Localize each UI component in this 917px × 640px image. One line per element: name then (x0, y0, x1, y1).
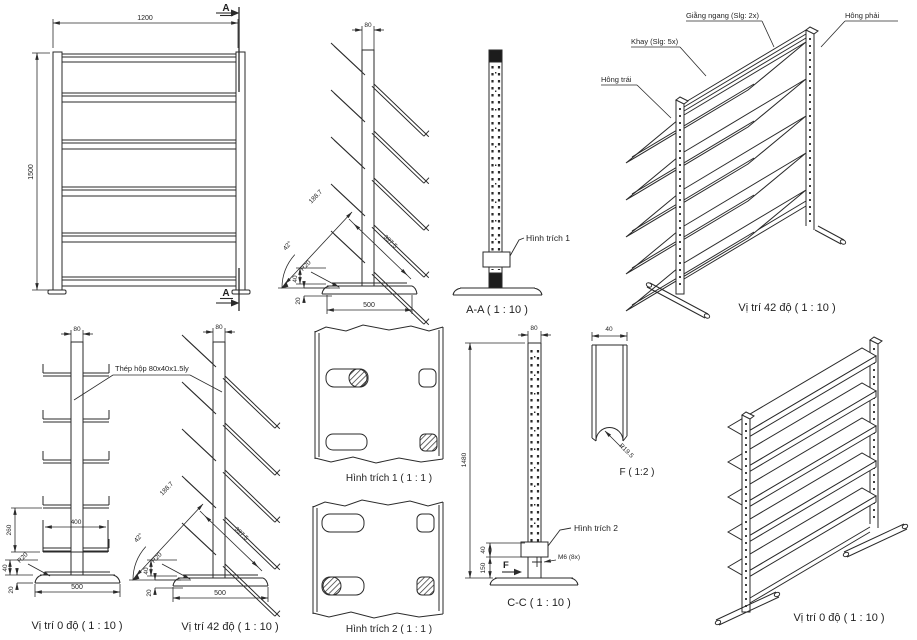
bolt-hatched (348, 368, 368, 388)
bolt-hatched (419, 433, 438, 452)
pos0-dimensions (5, 330, 121, 597)
front-view: 1200 1500 A A (28, 3, 251, 311)
caption-detail-2: Hình trích 2 ( 1 : 1 ) (346, 624, 432, 635)
callout-hinh-trich-1: Hình trích 1 (526, 233, 570, 243)
label-hong-phai: Hông phải (845, 11, 880, 20)
dim-188-7: 188.7 (159, 480, 176, 497)
material-note: Thép hộp 80x40x1.5ly (115, 364, 189, 373)
dim-r20: R20 (16, 551, 30, 565)
iso-view-42: Giằng ngang (Slg: 2x) Khay (Slg: 5x) Hôn… (601, 11, 898, 319)
slot (418, 368, 437, 388)
iso-view-0: Vị trí 0 độ ( 1 : 10 ) (714, 336, 909, 626)
slot (321, 576, 365, 596)
dim-1480: 1480 (461, 452, 468, 467)
dim-1500: 1500 (28, 164, 35, 180)
dim-1200: 1200 (137, 15, 153, 22)
dim-500: 500 (71, 584, 83, 591)
f-dimensions (591, 332, 628, 449)
front-dimensions (32, 19, 239, 291)
dim-40: 40 (605, 326, 613, 333)
section-aa-view: Hình trích 1 A-A ( 1 : 10 ) (452, 49, 570, 316)
dim-80: 80 (530, 325, 538, 332)
detail-f-view: 40 R19.5 F ( 1:2 ) (591, 326, 655, 478)
caption-section-cc: C-C ( 1 : 10 ) (507, 597, 571, 609)
bolt-hatched (416, 576, 435, 596)
view-marker-f: F (503, 560, 509, 571)
caption-iso-42: Vị trí 42 độ ( 1 : 10 ) (738, 302, 835, 314)
dim-150: 150 (480, 562, 487, 573)
side42-dimensions (278, 26, 413, 314)
dim-r20: R20 (150, 551, 164, 565)
section-marker-a-top (216, 7, 240, 92)
iso0-shelves (727, 347, 877, 582)
iso0-feet (714, 523, 909, 626)
tray-profile (42, 520, 109, 553)
label-khay: Khay (Slg: 5x) (631, 37, 679, 46)
pos42-dimensions (129, 328, 269, 602)
iso42-trays (625, 41, 807, 312)
slot (325, 433, 368, 451)
dim-397-5: 397.5 (233, 526, 250, 543)
dim-500: 500 (363, 302, 375, 309)
dim-20: 20 (8, 586, 15, 594)
detail-1-view: Hình trích 1 ( 1 : 1 ) (314, 324, 444, 484)
caption-iso-0: Vị trí 0 độ ( 1 : 10 ) (793, 612, 884, 624)
dim-400: 400 (71, 519, 82, 526)
dim-r19-5: R19.5 (617, 442, 634, 459)
label-giang-ngang: Giằng ngang (Slg: 2x) (686, 11, 759, 20)
dim-42deg: 42° (132, 531, 145, 544)
dim-40: 40 (143, 567, 150, 575)
iso42-feet (645, 225, 847, 319)
slot (325, 368, 369, 388)
dim-397-5: 397.5 (382, 234, 399, 251)
detail-2-view: Hình trích 2 ( 1 : 1 ) (312, 499, 444, 635)
section-marker-a-bottom (216, 268, 240, 311)
caption-detail-f: F ( 1:2 ) (619, 467, 654, 478)
section-label-a-top: A (222, 3, 229, 14)
slot (416, 513, 435, 533)
section-label-a-bottom: A (222, 288, 229, 299)
caption-pos-42: Vị trí 42 độ ( 1 : 10 ) (181, 621, 278, 633)
section-cc-view: 80 1480 40 150 Hình trích 2 M6 (8x) F C-… (461, 325, 618, 609)
iso42-leaders (601, 20, 898, 119)
dim-260: 260 (6, 524, 13, 535)
front-shelves (61, 92, 237, 287)
dim-80: 80 (364, 22, 372, 29)
dim-20: 20 (146, 589, 153, 597)
material-leader (73, 374, 223, 401)
dim-r20: R20 (299, 259, 313, 273)
dim-40: 40 (480, 546, 487, 554)
slot (321, 513, 365, 533)
label-hong-trai: Hông trái (601, 75, 632, 84)
callout-hinh-trich-2: Hình trích 2 (574, 523, 618, 533)
caption-detail-1: Hình trích 1 ( 1 : 1 ) (346, 473, 432, 484)
detail-callout-box (482, 251, 511, 268)
caption-pos-0: Vị trí 0 độ ( 1 : 10 ) (31, 620, 122, 632)
detail-callout-box (520, 541, 549, 558)
dim-40: 40 (292, 275, 299, 283)
dim-40: 40 (2, 564, 9, 572)
dim-80: 80 (73, 326, 81, 333)
cc-dimensions (465, 331, 551, 579)
bolt-hatched (322, 576, 342, 596)
dim-20: 20 (295, 297, 302, 305)
bolt-note: M6 (8x) (558, 554, 580, 561)
pos-0-view: Thép hộp 80x40x1.5ly 80 400 260 R20 40 2… (2, 326, 223, 632)
dim-500: 500 (214, 590, 226, 597)
caption-section-aa: A-A ( 1 : 10 ) (466, 304, 528, 316)
dim-42deg: 42° (281, 239, 294, 252)
dim-188-7: 188.7 (308, 188, 325, 205)
dim-80: 80 (215, 324, 223, 331)
side-view-42-top: 80 188.7 397.5 42° R20 40 20 500 (278, 22, 430, 326)
